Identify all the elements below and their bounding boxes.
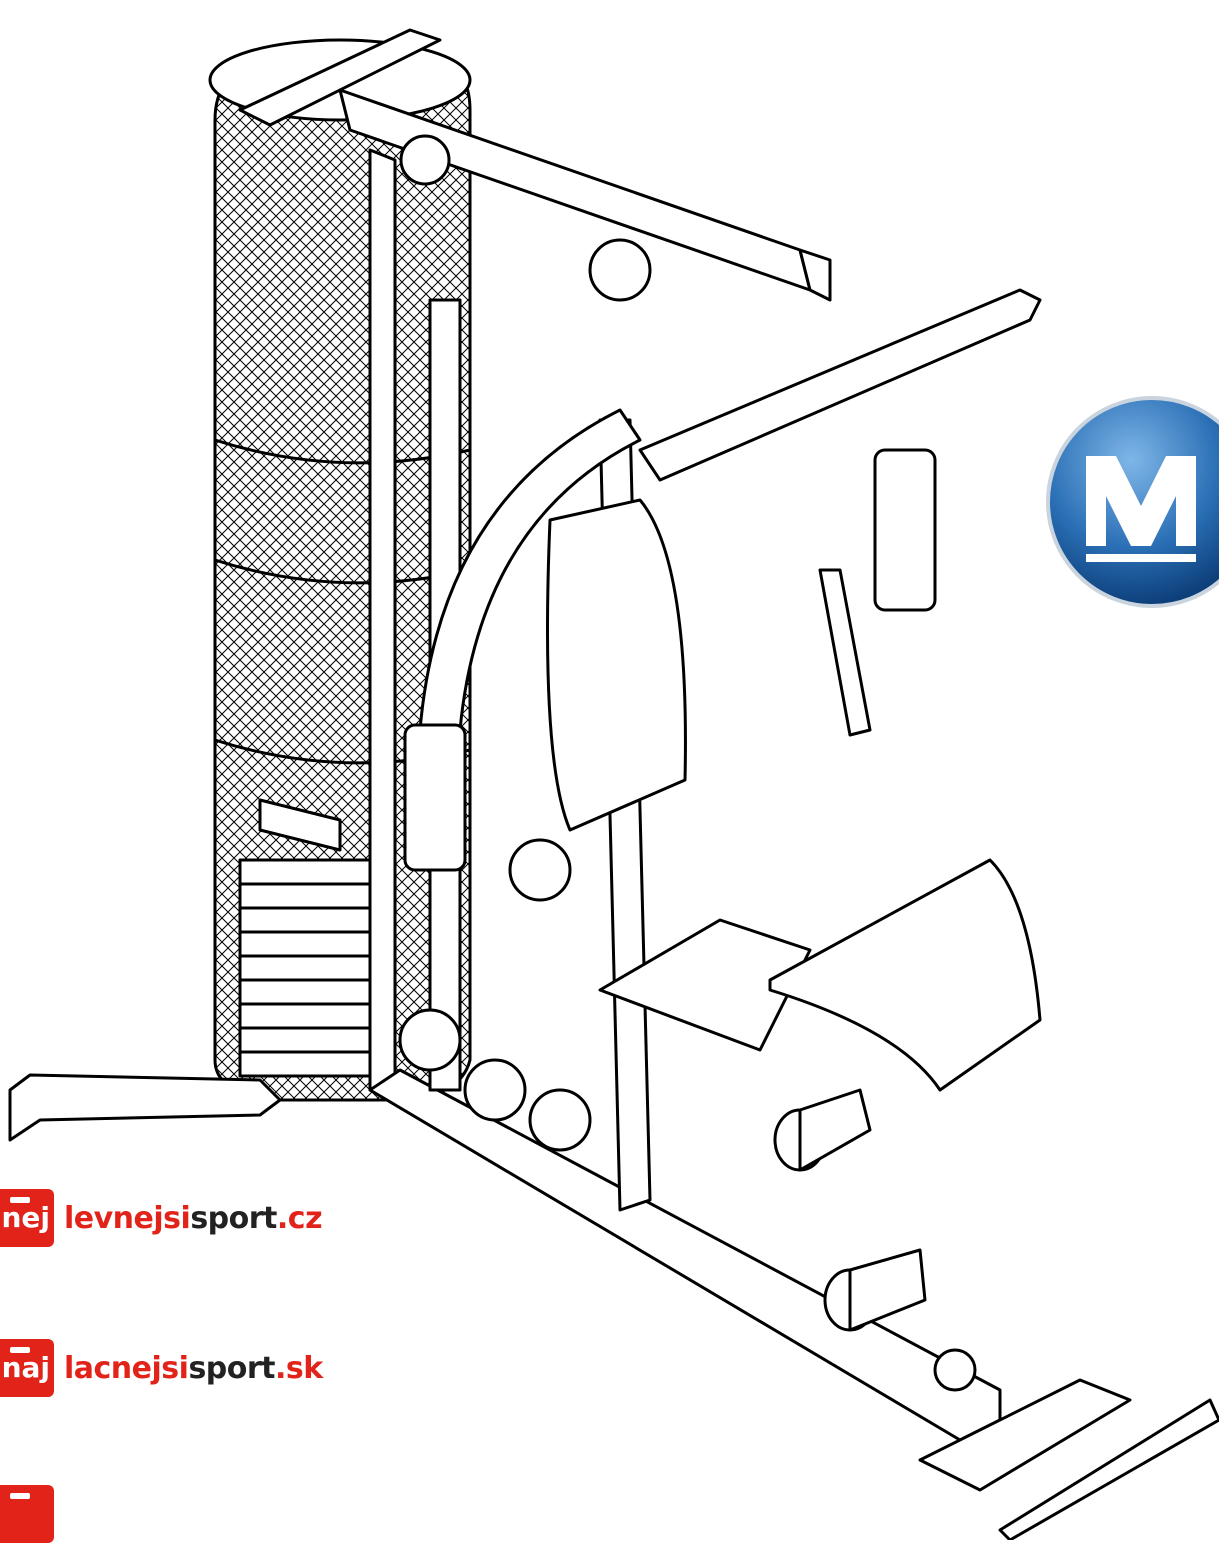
shop-name-part: levnejsi xyxy=(64,1200,191,1236)
shop-name-part: .cz xyxy=(276,1200,323,1236)
backrest-pad xyxy=(546,498,687,832)
base-frame xyxy=(8,1068,1219,1540)
seat-pad xyxy=(598,858,1042,1092)
press-arms xyxy=(403,288,1042,872)
front-post xyxy=(368,148,397,1092)
shop-row-sk: naj lacnejsisport.sk xyxy=(0,1338,323,1398)
shop-name[interactable]: lacnejsisport.sk xyxy=(64,1351,323,1386)
shop-name-part: .sk xyxy=(275,1350,323,1386)
shop-name-part: sport xyxy=(188,1350,276,1386)
shop-row-partial xyxy=(0,1484,54,1544)
shop-name-part: sport xyxy=(190,1200,277,1236)
top-frame xyxy=(238,28,832,302)
leg-rollers xyxy=(773,1088,977,1392)
shop-name[interactable]: levnejsisport.cz xyxy=(64,1200,323,1236)
shop-tag: nej xyxy=(0,1189,54,1247)
shop-tag xyxy=(0,1485,54,1543)
shop-name-part: lacnejsi xyxy=(64,1350,189,1386)
shop-row-cz: nej levnejsisport.cz xyxy=(0,1188,323,1248)
shop-tag: naj xyxy=(0,1339,54,1397)
mm-logo-icon xyxy=(1046,396,1219,608)
